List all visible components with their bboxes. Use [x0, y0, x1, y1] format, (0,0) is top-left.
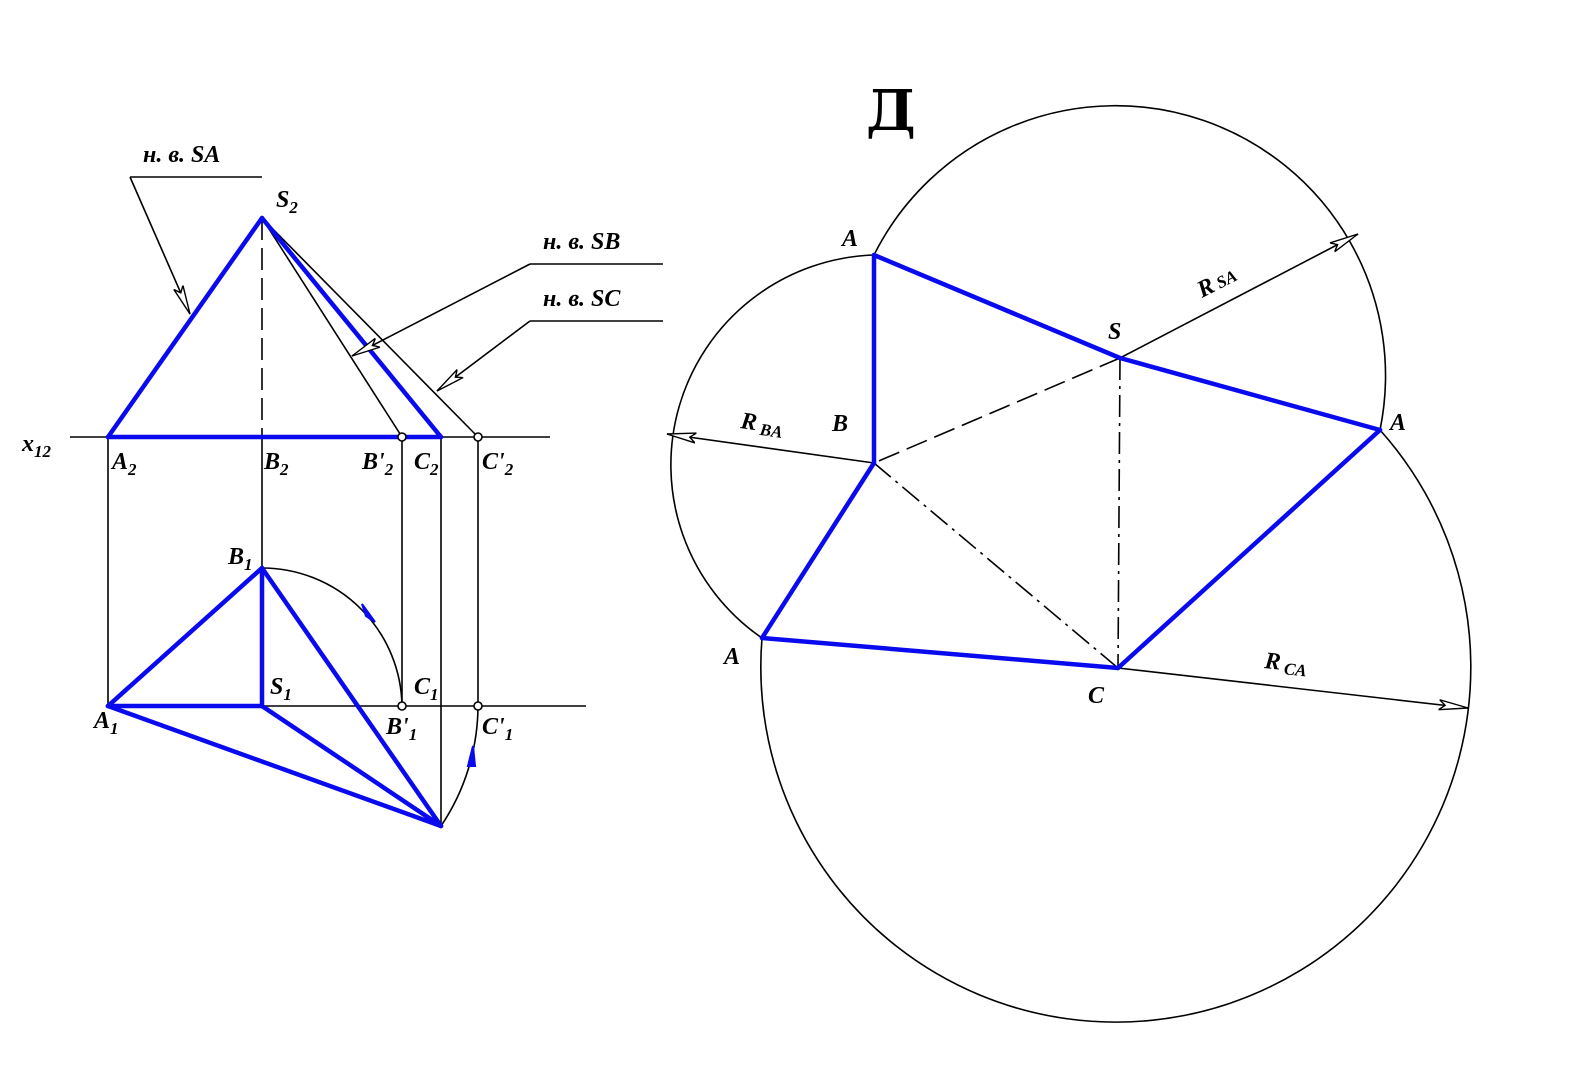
- note-true-length-sb: н. в. SB: [543, 229, 620, 255]
- leader-sc: [437, 320, 663, 392]
- dev-edge-a-b-lower: [759, 460, 877, 641]
- label-b1: B1: [227, 544, 253, 574]
- dev-edge-c-a: [759, 635, 1121, 671]
- dev-label-s: S: [1108, 319, 1121, 345]
- arc-sa: [873, 104, 1387, 431]
- radius-label-ba: RBA: [738, 408, 785, 442]
- edge-s2-c2: [259, 215, 444, 440]
- development-title: Д: [866, 78, 916, 144]
- edge-a1-c1: [105, 703, 444, 829]
- label-s2: S2: [276, 187, 298, 217]
- radius-arrow-ba: [667, 434, 875, 464]
- label-c2-prime: C'2: [482, 449, 514, 479]
- axis-label-x12: x12: [21, 431, 52, 461]
- label-s1: S1: [270, 674, 292, 704]
- fold-line-s-c: [1117, 357, 1121, 669]
- leader-sa: [129, 176, 262, 314]
- true-length-sc-line: [261, 217, 479, 438]
- dev-label-c: C: [1088, 683, 1105, 709]
- arc-direction-arrow-b: [361, 603, 376, 623]
- dev-edge-a-s: [871, 252, 1123, 361]
- fold-line-s-b: [873, 357, 1121, 464]
- radius-label-sa: RSA: [1192, 262, 1241, 304]
- projection-view: н. в. SA н. в. SB н. в. SC x12 S2 A2 B2 …: [21, 142, 663, 829]
- label-b1-prime: B'1: [385, 714, 417, 744]
- label-b2-prime: B'2: [361, 449, 394, 479]
- dev-label-a-right: A: [1388, 410, 1406, 436]
- dev-label-a-left: A: [722, 644, 740, 670]
- fold-line-b-c: [873, 462, 1119, 669]
- leader-sb: [352, 263, 663, 357]
- true-length-sb-line: [261, 217, 403, 438]
- dev-edge-a-c: [1115, 427, 1383, 671]
- point-b2-prime-marker: [397, 432, 407, 442]
- dev-edge-s-a: [1117, 355, 1383, 433]
- label-a1: A1: [92, 708, 119, 738]
- note-true-length-sc: н. в. SC: [543, 286, 621, 312]
- note-true-length-sa: н. в. SA: [143, 142, 220, 168]
- point-b1-prime-marker: [397, 701, 407, 711]
- rotation-arc-b: [261, 567, 403, 707]
- label-b2: B2: [263, 449, 289, 479]
- label-a2: A2: [110, 449, 137, 479]
- rotation-arc-c: [440, 705, 479, 827]
- edge-s2-a2: [105, 215, 265, 440]
- development-view: Д A A A S B C RSA RBA RCA: [667, 78, 1472, 1023]
- label-c1-prime: C'1: [482, 714, 513, 744]
- point-c2-prime-marker: [473, 432, 483, 442]
- edge-s1-c1: [259, 703, 444, 829]
- edge-a1-b1: [105, 565, 265, 709]
- label-c1: C1: [414, 674, 439, 704]
- label-c2: C2: [414, 449, 439, 479]
- radius-arrow-sa: [1119, 233, 1358, 359]
- arc-direction-arrow-c: [466, 745, 477, 767]
- edge-b1-c1: [259, 565, 444, 829]
- radius-label-ca: RCA: [1262, 648, 1308, 680]
- dev-label-a-top: A: [840, 226, 858, 252]
- point-c1-prime-marker: [473, 701, 483, 711]
- arc-ba: [670, 254, 875, 639]
- dev-label-b: B: [831, 411, 848, 437]
- radius-arrow-ca: [1117, 667, 1468, 708]
- arc-ca: [760, 429, 1472, 1023]
